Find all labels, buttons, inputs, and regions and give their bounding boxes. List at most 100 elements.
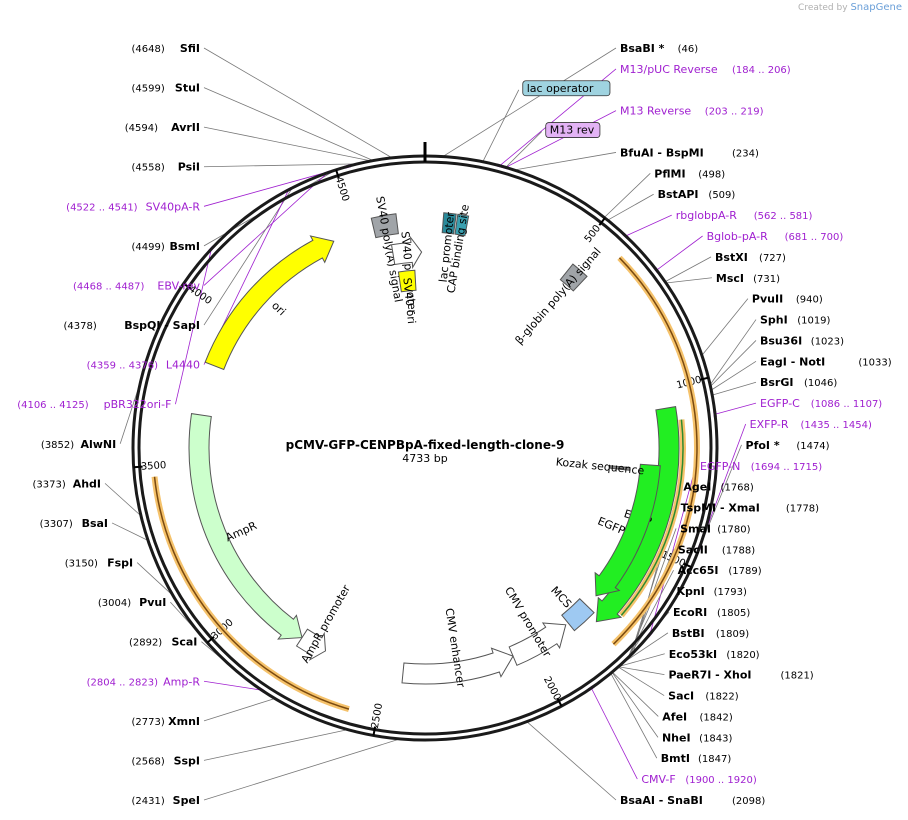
primer-label-bglob-pa-r[interactable]: Bglob-pA-R(681 .. 700) [707, 230, 844, 243]
primer-label-exfp-r[interactable]: EXFP-R (1435 .. 1454) [750, 418, 872, 431]
feature-ampr[interactable] [188, 413, 303, 640]
primer-label-m13-puc-reverse[interactable]: M13/pUC Reverse(184 .. 206) [620, 63, 791, 76]
feature-sv40-promoter[interactable] [390, 235, 423, 270]
feature-kozak-sequence[interactable] [609, 465, 631, 471]
feature-cmv-promoter[interactable] [508, 622, 567, 667]
enzyme-label-pfoi[interactable]: PfoI * (1474) [746, 439, 830, 452]
enzyme-label-sacii[interactable]: SacII(1788) [678, 543, 755, 556]
enzyme-label-bsmi[interactable]: BsmI(4499) [132, 240, 200, 253]
enzyme-label-eagi-noti[interactable]: EagI - NotI(1033) [760, 355, 892, 368]
enzyme-label-kpni[interactable]: KpnI(1793) [676, 585, 747, 598]
label-leader [203, 163, 358, 168]
label-leader [617, 666, 665, 696]
enzyme-label-smai[interactable]: SmaI(1780) [680, 522, 751, 535]
enzyme-label-bstapi[interactable]: BstAPI(509) [658, 188, 736, 201]
enzyme-label-sfii[interactable]: SfiI(4648) [132, 42, 200, 55]
feature-cmv-enhancer[interactable] [401, 647, 514, 685]
label-leader [611, 672, 659, 738]
feature-label: MCS [548, 584, 574, 611]
primer-label-egfp-n[interactable]: EGFP-N(1694 .. 1715) [700, 460, 822, 473]
enzyme-label-tspmi-xmai[interactable]: TspMI - XmaI(1778) [681, 502, 820, 515]
primer-label-pbr322ori-f[interactable]: pBR322ori-F(4106 .. 4125) [17, 398, 171, 411]
enzyme-label-psii[interactable]: PsiI(4558) [132, 161, 200, 174]
enzyme-position: (940) [796, 295, 823, 306]
feature-sv40-poly-a-signal[interactable] [370, 213, 399, 239]
tick-label: 4500 [333, 175, 351, 203]
primer-label-m13-reverse[interactable]: M13 Reverse(203 .. 219) [620, 105, 764, 118]
primer-position: (1435 .. 1454) [800, 420, 872, 431]
tick-mark [335, 169, 340, 179]
enzyme-label-bmti[interactable]: BmtI(1847) [661, 752, 732, 765]
enzyme-label-acc65i[interactable]: Acc65I(1789) [678, 564, 762, 577]
enzyme-label-stui[interactable]: StuI(4599) [132, 82, 200, 95]
enzyme-label-spei[interactable]: SpeI(2431) [132, 794, 200, 807]
box-label-m13-rev: M13 rev [545, 122, 601, 138]
orf-arcs [151, 255, 700, 713]
feature-lac-promoter[interactable] [441, 212, 457, 235]
primer-label-l4440[interactable]: L4440(4359 .. 4376) [87, 359, 200, 372]
enzyme-label-pflmi[interactable]: PflMI(498) [654, 167, 725, 180]
enzyme-label-msci[interactable]: MscI(731) [716, 272, 780, 285]
enzyme-position: (1033) [858, 357, 891, 368]
enzyme-position: (1805) [717, 608, 750, 619]
enzyme-position: (3373) [33, 479, 66, 490]
primer-label-amp-r[interactable]: Amp-R(2804 .. 2823) [87, 675, 201, 688]
enzyme-label-bstxi[interactable]: BstXI(727) [715, 251, 786, 264]
enzyme-name: StuI [175, 82, 200, 95]
label-leader [621, 632, 669, 664]
enzyme-label-afei[interactable]: AfeI(1842) [662, 710, 733, 723]
feature-cap-binding-site[interactable] [454, 213, 470, 237]
primer-label-egfp-c[interactable]: EGFP-C(1086 .. 1107) [760, 397, 882, 410]
label-leader [618, 666, 665, 676]
box-label-lac-operator: lac operator [522, 80, 611, 97]
enzyme-label-bsu36i[interactable]: Bsu36I(1023) [760, 334, 844, 347]
enzyme-label-sphi[interactable]: SphI(1019) [760, 314, 831, 327]
primer-label-sv40pa-r[interactable]: SV40pA-R(4522 .. 4541) [66, 200, 200, 213]
enzyme-label-bstbi[interactable]: BstBI(1809) [672, 627, 749, 640]
enzyme-name: BspQI - SapI [124, 319, 200, 332]
enzyme-name: TspMI - XmaI [681, 502, 760, 515]
enzyme-label-sspi[interactable]: SspI(2568) [132, 754, 200, 767]
enzyme-label-pvuii[interactable]: PvuII(940) [752, 293, 823, 306]
primer-name: EXFP-R [750, 418, 789, 431]
feature-sv40-ori[interactable] [397, 269, 417, 293]
enzyme-label-bsai[interactable]: BsaI(3307) [40, 517, 108, 530]
enzyme-position: (1474) [796, 441, 829, 452]
enzyme-position: (1820) [726, 650, 759, 661]
enzyme-label-eco53ki[interactable]: Eco53kI(1820) [669, 648, 760, 661]
enzyme-label-bsabi[interactable]: BsaBI *(46) [620, 42, 698, 55]
box-label-text: M13 rev [550, 124, 595, 137]
primer-label-rbglobpa-r[interactable]: rbglobpA-R(562 .. 581) [676, 209, 813, 222]
feature-globin-poly-a-signal[interactable] [559, 263, 588, 292]
primer-label-ebv-rev[interactable]: EBV-rev(4468 .. 4487) [73, 279, 200, 292]
feature-mcs[interactable] [561, 598, 595, 632]
feature-egfp[interactable] [594, 463, 661, 597]
primer-name: L4440 [166, 359, 200, 372]
enzyme-label-nhei[interactable]: NheI(1843) [662, 731, 733, 744]
primer-label-cmv-f[interactable]: CMV-F(1900 .. 1920) [641, 773, 757, 786]
enzyme-label-bsaai-snabi[interactable]: BsaAI - SnaBI(2098) [620, 794, 765, 807]
enzyme-label-fspi[interactable]: FspI(3150) [65, 557, 133, 570]
enzyme-label-pvui[interactable]: PvuI(3004) [98, 596, 166, 609]
enzyme-name: BmtI [661, 752, 690, 765]
enzyme-name: PfoI * [746, 439, 780, 452]
enzyme-label-alwni[interactable]: AlwNI(3852) [41, 438, 116, 451]
feature-ampr-promoter[interactable] [295, 628, 326, 662]
enzyme-label-ecori[interactable]: EcoRI(1805) [673, 606, 750, 619]
enzyme-label-ahdi[interactable]: AhdI(3373) [33, 477, 101, 490]
feature-ori[interactable] [204, 235, 335, 371]
enzyme-label-bfuai-bspmi[interactable]: BfuAI - BspMI(234) [620, 146, 759, 159]
label-leader [442, 47, 617, 157]
enzyme-label-scai[interactable]: ScaI(2892) [129, 636, 197, 649]
enzyme-label-avrii[interactable]: AvrII(4594) [125, 121, 200, 134]
enzyme-label-paer7i-xhoi[interactable]: PaeR7I - XhoI(1821) [668, 669, 813, 682]
primer-position: (203 .. 219) [705, 107, 764, 118]
enzyme-label-bspqi-sapi[interactable]: BspQI - SapI(4378) [64, 319, 200, 332]
snapgene-credit: Created by SnapGene [798, 2, 902, 13]
enzyme-label-saci[interactable]: SacI(1822) [668, 690, 739, 703]
label-leader [712, 381, 757, 396]
enzyme-label-agei[interactable]: AgeI(1768) [683, 481, 754, 494]
primer-name: SV40pA-R [146, 200, 201, 213]
enzyme-label-bsrgi[interactable]: BsrGI(1046) [760, 376, 837, 389]
enzyme-label-xmni[interactable]: XmnI(2773) [132, 715, 200, 728]
